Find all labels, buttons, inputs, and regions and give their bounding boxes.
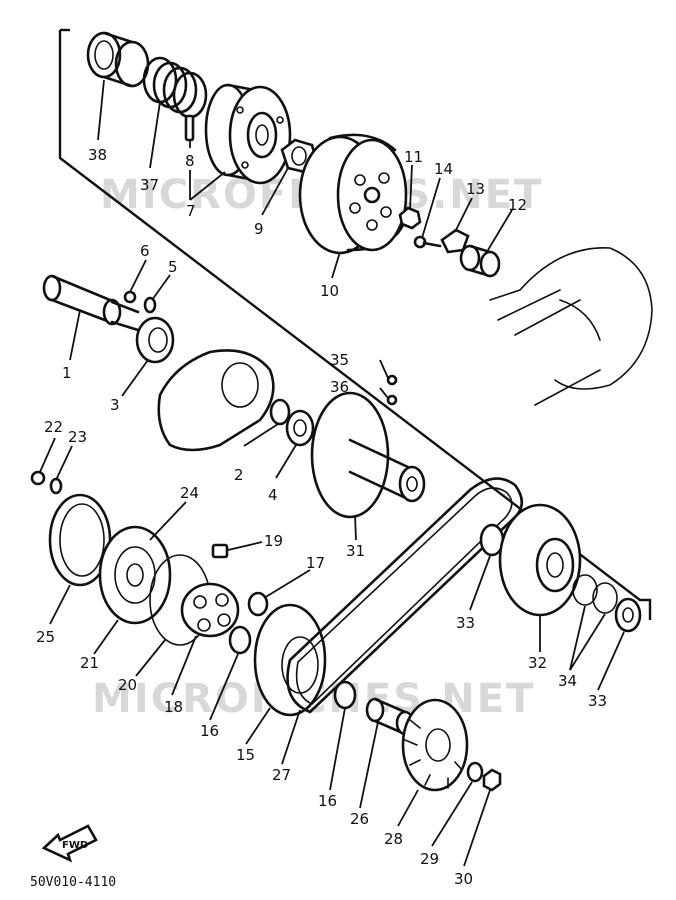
part-14-bolt (413, 235, 442, 249)
part-2-ring (269, 398, 291, 426)
callout-28: 28 (384, 830, 403, 848)
callout-2: 2 (234, 466, 244, 484)
part-23-washer (49, 477, 63, 495)
part-16-bearing-middle (333, 680, 357, 710)
callout-9: 9 (254, 220, 264, 238)
callout-10: 10 (320, 282, 339, 300)
callout-12: 12 (508, 196, 527, 214)
callout-20: 20 (118, 676, 137, 694)
transmission-case-cover (157, 349, 275, 452)
callout-37: 37 (140, 176, 159, 194)
callout-1: 1 (62, 364, 72, 382)
callout-16-left: 16 (200, 722, 219, 740)
part-30-nut (482, 768, 502, 792)
forward-arrow-icon: FWD (41, 824, 98, 863)
part-5-washer (143, 296, 157, 314)
diagram-code: 50V010-4110 (30, 875, 116, 890)
callout-19: 19 (264, 532, 283, 550)
part-11-nut (398, 206, 422, 230)
callout-36: 36 (330, 378, 349, 396)
callout-32: 32 (528, 654, 547, 672)
callout-labels: 38 37 8 7 9 10 11 14 13 12 6 5 1 3 35 36… (36, 146, 607, 888)
engine-case-outline (489, 247, 653, 406)
part-34-oring-pair (572, 574, 618, 614)
part-22-screw (30, 470, 46, 486)
part-37-spring (142, 56, 208, 119)
callout-21: 21 (80, 654, 99, 672)
part-38-bushing (86, 31, 150, 88)
callout-15: 15 (236, 746, 255, 764)
assembly-frame-top (58, 30, 652, 620)
part-12-collar (459, 244, 501, 278)
part-36-clip (386, 394, 398, 406)
callout-31: 31 (346, 542, 365, 560)
part-18-roller-weights (180, 582, 240, 638)
callout-7: 7 (186, 202, 196, 220)
part-19-slider (211, 543, 229, 559)
callout-14: 14 (434, 160, 453, 178)
callout-26: 26 (350, 810, 369, 828)
callout-11: 11 (404, 148, 423, 166)
part-17-collar (247, 591, 269, 617)
part-33-seal-right (614, 597, 642, 633)
callout-13: 13 (466, 180, 485, 198)
part-10-clutch-housing (298, 133, 408, 255)
callout-17: 17 (306, 554, 325, 572)
callout-5: 5 (168, 258, 178, 276)
callout-25: 25 (36, 628, 55, 646)
callout-16-middle: 16 (318, 792, 337, 810)
callout-29: 29 (420, 850, 439, 868)
callout-24: 24 (180, 484, 199, 502)
part-29-washer (466, 761, 484, 783)
part-32-sliding-sheave (498, 503, 582, 617)
callout-30: 30 (454, 870, 473, 888)
callout-27: 27 (272, 766, 291, 784)
fwd-label: FWD (62, 840, 88, 851)
part-1-shaft (42, 274, 140, 332)
part-7-clutch-carrier (204, 83, 292, 185)
callout-6: 6 (140, 242, 150, 260)
callout-38: 38 (88, 146, 107, 164)
part-16-bearing-left (228, 625, 252, 655)
callout-8: 8 (185, 152, 195, 170)
part-13-plate (440, 228, 470, 254)
part-8-pin (184, 114, 195, 142)
part-31-primary-sheave (310, 391, 426, 519)
part-3-bearing (135, 316, 175, 364)
part-35-oring (386, 374, 398, 386)
part-6-bolt (123, 290, 137, 304)
leader-lines (39, 79, 625, 867)
callout-23: 23 (68, 428, 87, 446)
v-belt (286, 477, 524, 714)
callout-3: 3 (110, 396, 120, 414)
callout-4: 4 (268, 486, 278, 504)
callout-18: 18 (164, 698, 183, 716)
part-26-collar (365, 697, 415, 736)
part-4-seal (285, 409, 315, 447)
part-28-fan-sheave (401, 698, 469, 792)
callout-22: 22 (44, 418, 63, 436)
callout-33-upper: 33 (456, 614, 475, 632)
callout-34: 34 (558, 672, 577, 690)
callout-33-right: 33 (588, 692, 607, 710)
part-21-cam-plate (98, 525, 172, 625)
callout-35: 35 (330, 351, 349, 369)
